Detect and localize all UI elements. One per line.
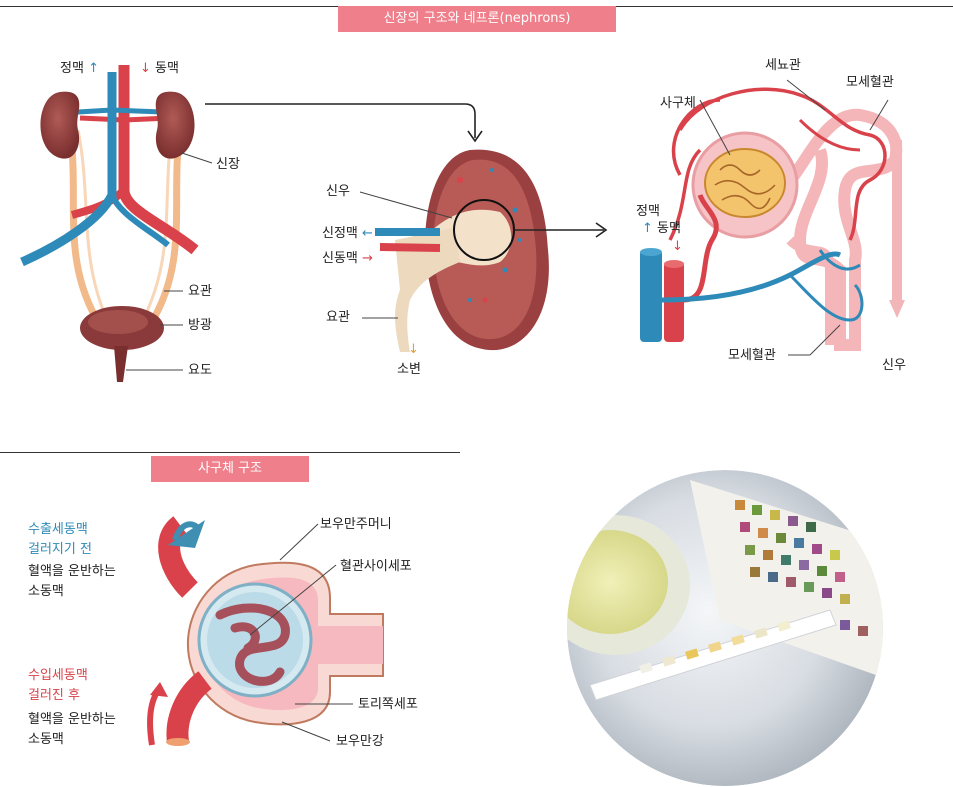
label-glomerulus: 사구체	[660, 96, 696, 111]
label-urethra: 요도	[188, 363, 212, 378]
label-kidney: 신장	[216, 157, 240, 172]
label-pelvis-nephron: 신우	[882, 358, 906, 373]
label-artery-body: ↓ 동맥	[140, 61, 179, 76]
label-vein-nephron: 정맥	[636, 204, 660, 219]
label-ureter-body: 요관	[188, 284, 212, 299]
middle-divider	[0, 452, 460, 453]
color-chart	[735, 500, 868, 636]
label-podocyte: 토리쪽세포	[358, 697, 418, 712]
label-bladder: 방광	[188, 318, 212, 333]
label-urine: 소변	[397, 362, 421, 377]
label-afferent-title: 수입세동맥 걸러진 후	[28, 668, 88, 703]
label-artery-nephron: ↑ 동맥	[642, 221, 681, 236]
label-mesangial: 혈관사이세포	[340, 559, 412, 574]
body-diagram	[20, 65, 213, 382]
label-pelvis-kidney: 신우	[326, 184, 350, 199]
zoom-arrow-1	[205, 103, 476, 138]
label-bowman-capsule: 보우만주머니	[320, 517, 392, 532]
kidney-cross-section	[359, 149, 608, 352]
urethra	[114, 346, 128, 382]
label-tubule: 세뇨관	[765, 58, 801, 73]
glomerulus-diagram	[147, 516, 384, 746]
label-capillary-bottom: 모세혈관	[728, 348, 776, 363]
left-kidney	[40, 91, 80, 159]
label-afferent-desc: 혈액을 운반하는 소동맥	[28, 712, 116, 747]
nephron-diagram	[640, 79, 905, 356]
label-efferent-title: 수출세동맥 걸러지기 전	[28, 522, 92, 557]
urine-arrow-icon: ↓	[408, 342, 419, 357]
bottom-banner: 사구체 구조	[151, 456, 309, 482]
label-renal-artery: 신동맥 →	[322, 251, 373, 266]
label-capillary-top: 모세혈관	[846, 75, 894, 90]
top-banner: 신장의 구조와 네프론(nephrons)	[338, 6, 616, 32]
label-vein-body: 정맥 ↑	[60, 61, 99, 76]
label-bowman-space: 보우만강	[336, 734, 384, 749]
urine-test-photo	[567, 470, 883, 786]
label-ureter-kidney: 요관	[326, 310, 350, 325]
artery-down-icon: ↓	[672, 239, 683, 254]
right-kidney	[155, 91, 195, 159]
label-renal-vein: 신정맥 ←	[322, 226, 373, 241]
label-efferent-desc: 혈액을 운반하는 소동맥	[28, 564, 116, 599]
